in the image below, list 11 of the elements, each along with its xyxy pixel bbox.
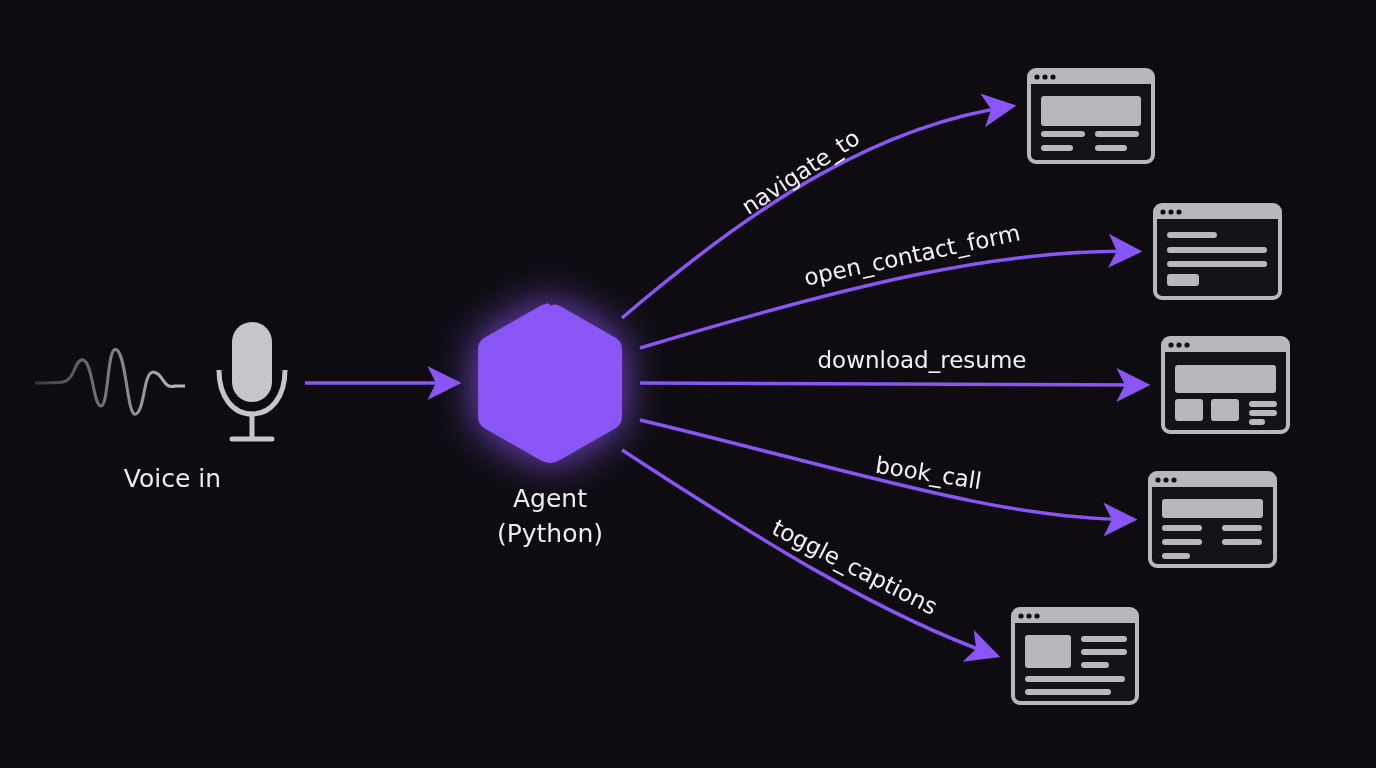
edge-label: download_resume — [817, 347, 1027, 373]
node-subtitle: (Python) — [495, 518, 605, 550]
node-title: Agent — [512, 483, 588, 515]
edge-label: book_call — [873, 451, 983, 495]
input-label: Voice in — [122, 463, 223, 495]
arrow — [620, 94, 1017, 320]
arrow — [639, 418, 1138, 536]
arrow — [639, 234, 1143, 350]
arrow — [305, 366, 462, 400]
arrow — [640, 367, 1151, 402]
arrow — [621, 448, 1001, 662]
